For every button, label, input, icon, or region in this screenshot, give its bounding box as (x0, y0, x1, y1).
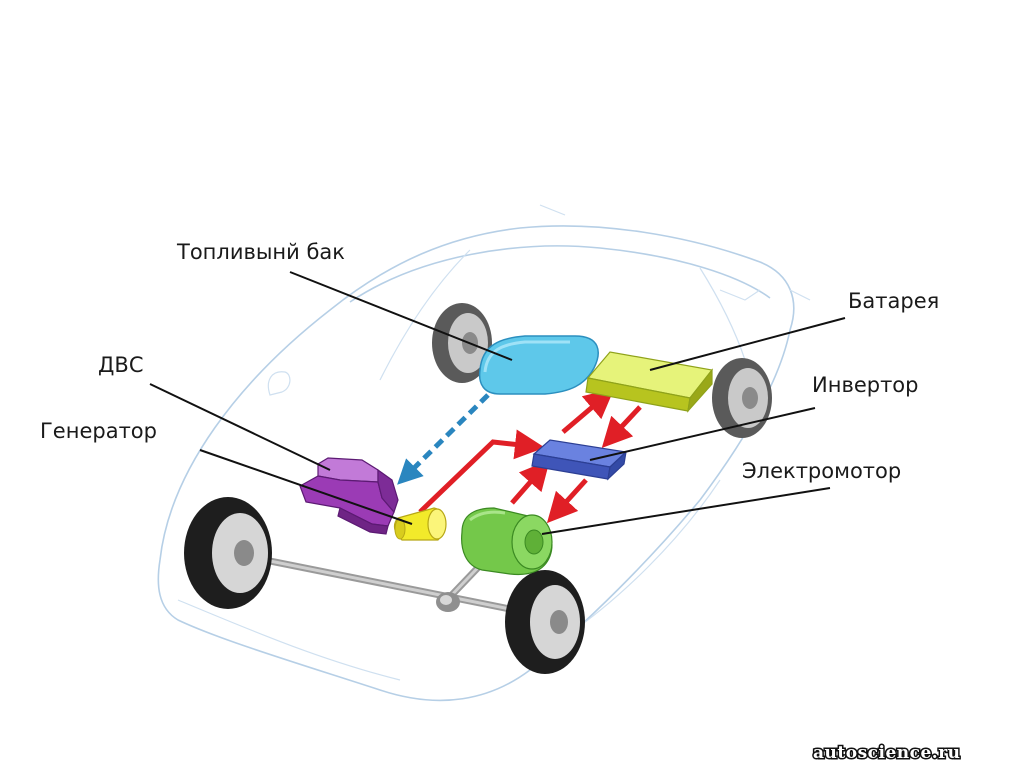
electric-motor (461, 507, 553, 576)
generator-label: Генератор (40, 419, 157, 443)
leader-lines (149, 271, 846, 535)
electric-motor-leader (541, 487, 831, 535)
fuel-flow-arrow (397, 393, 490, 485)
inverter-to-motor-arrow (546, 478, 588, 524)
motor-to-inverter-arrow (510, 459, 550, 505)
front-right-wheel (505, 570, 585, 674)
watermark: autoscience.ru (813, 743, 961, 763)
battery-leader (649, 317, 846, 371)
electric-motor-label: Электромотор (742, 459, 901, 483)
inverter-leader (589, 407, 816, 461)
rear-right-wheel (712, 358, 772, 438)
inverter (531, 439, 628, 481)
battery (585, 351, 714, 413)
ice-label: ДВС (98, 353, 143, 377)
battery-label: Батарея (848, 289, 939, 313)
generator-to-inverter-arrow (418, 429, 545, 514)
generator (393, 507, 447, 541)
ice-leader (149, 383, 331, 471)
battery-to-inverter-arrow (601, 405, 642, 448)
front-left-wheel (184, 497, 272, 609)
inverter-label: Инвертор (812, 373, 918, 397)
fuel-tank-label: Топливынй бак (176, 240, 345, 264)
fuel-tank (478, 335, 599, 395)
fuel-tank-leader (289, 271, 513, 361)
internal-combustion-engine (299, 457, 399, 535)
inverter-to-battery-arrow (561, 388, 615, 434)
generator-leader (199, 449, 413, 525)
car-body-outline (157, 204, 811, 702)
